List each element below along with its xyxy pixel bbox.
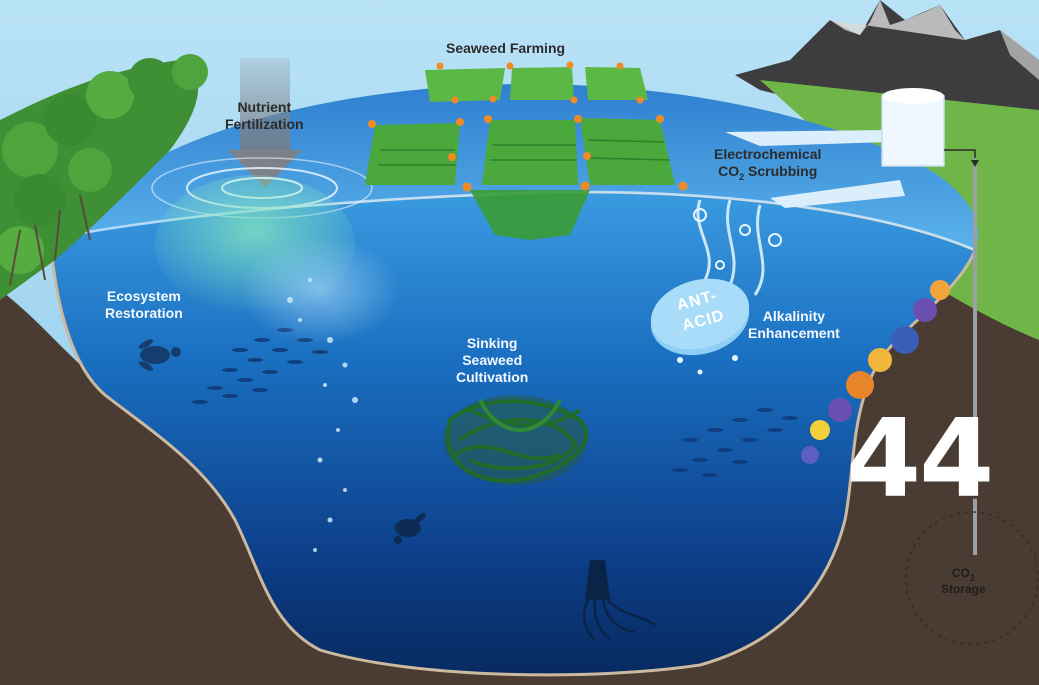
label-ecosystem-line1: Ecosystem (105, 288, 183, 305)
label-alkalinity-enhancement: Alkalinity Enhancement (748, 308, 840, 342)
label-co2-storage: CO2 Storage (941, 566, 986, 597)
label-co2-storage-subscript: 2 (970, 573, 975, 583)
surface-glow (240, 235, 400, 345)
label-co2-scrubbing-suffix: Scrubbing (744, 163, 817, 179)
label-alkalinity-line2: Enhancement (748, 325, 840, 342)
label-co2-storage-line2: Storage (941, 582, 986, 597)
label-ecosystem-restoration: Ecosystem Restoration (105, 288, 183, 322)
label-co2-scrubbing-subscript: 2 (739, 172, 744, 182)
label-co2-scrubbing-line2: CO2 Scrubbing (714, 163, 821, 182)
label-co2-storage-line1: CO2 (941, 566, 986, 582)
label-seaweed-farming: Seaweed Farming (446, 40, 565, 57)
label-nutrient-line2: Fertilization (225, 116, 304, 133)
label-nutrient-fertilization: Nutrient Fertilization (225, 99, 304, 133)
label-seaweed-farming-text: Seaweed Farming (446, 40, 565, 56)
label-sinking-line1: Sinking (456, 335, 528, 352)
label-nutrient-line1: Nutrient (225, 99, 304, 116)
label-co2-scrubbing-prefix: CO (718, 163, 739, 179)
label-sinking-line3: Cultivation (456, 369, 528, 386)
label-ecosystem-line2: Restoration (105, 305, 183, 322)
label-alkalinity-line1: Alkalinity (748, 308, 840, 325)
label-sinking-seaweed-cultivation: Sinking Seaweed Cultivation (456, 335, 528, 386)
label-electrochemical-scrubbing: Electrochemical CO2 Scrubbing (714, 146, 821, 182)
page-number: 44 (846, 400, 992, 520)
sinking-seaweed-bundle (443, 395, 587, 485)
label-co2-storage-prefix: CO (952, 566, 970, 580)
label-sinking-line2: Seaweed (456, 352, 528, 369)
label-electrochemical-line1: Electrochemical (714, 146, 821, 163)
